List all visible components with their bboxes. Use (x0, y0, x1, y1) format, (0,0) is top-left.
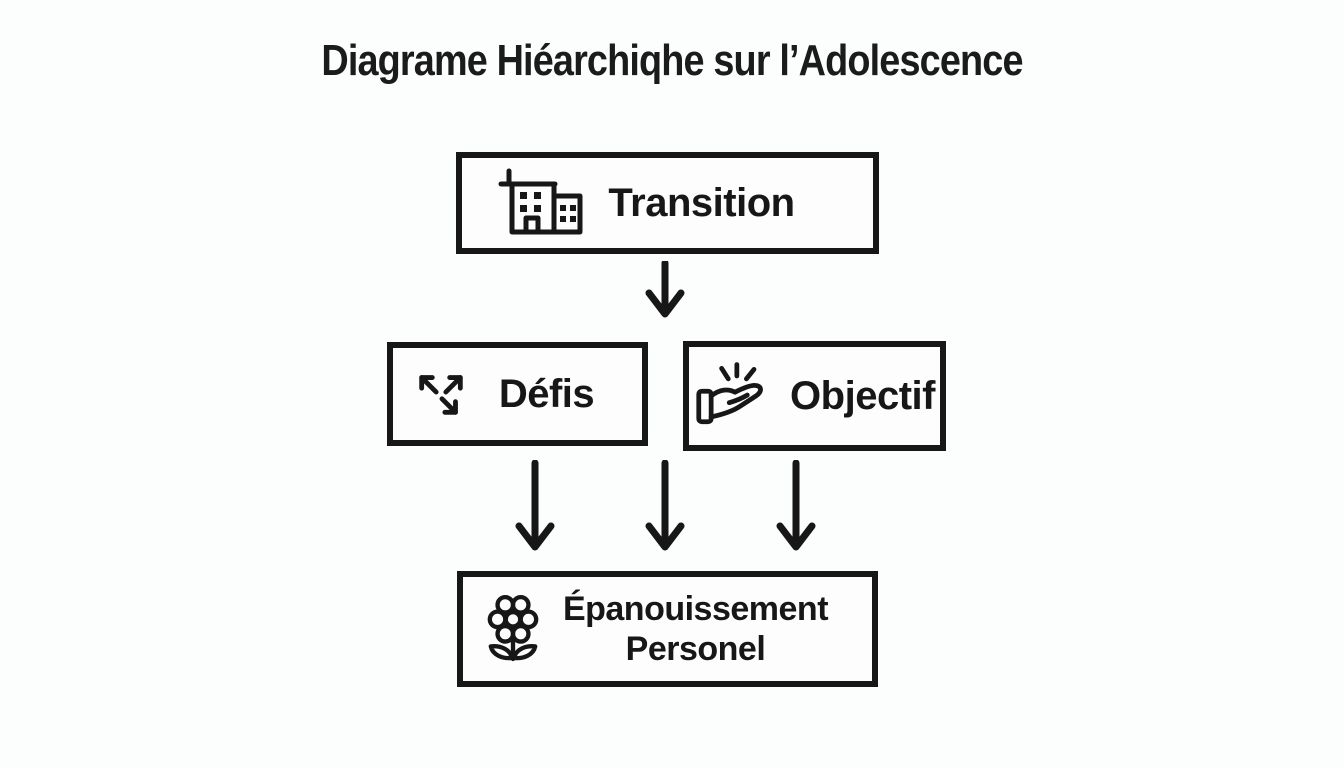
node-objectif: Objectif (683, 341, 946, 451)
diagram-title: Diagrame Hiéarchiqhe sur l’Adolescence (321, 36, 1023, 85)
building-icon (498, 168, 583, 235)
node-epanouissement: Épanouissement Personel (457, 571, 878, 687)
arrow-objectif-to-epanouissement-icon (776, 460, 816, 551)
offering-hand-icon (696, 362, 763, 425)
node-defis-label: Défis (498, 371, 595, 416)
node-defis: Défis (387, 342, 648, 446)
node-objectif-label: Objectif (790, 373, 935, 418)
node-epanouissement-label: Épanouissement Personel (562, 589, 829, 669)
flower-icon (487, 594, 539, 662)
arrow-defis-to-epanouissement-icon (515, 460, 555, 551)
expand-arrows-icon (419, 375, 463, 415)
node-transition-label: Transition (608, 180, 795, 225)
arrow-transition-to-middle-row-icon (645, 261, 685, 318)
arrow-center-to-epanouissement-icon (645, 460, 685, 551)
node-epanouissement-label-line2: Personel (625, 630, 766, 668)
node-transition: Transition (456, 152, 879, 254)
node-epanouissement-label-line1: Épanouissement (562, 589, 829, 628)
